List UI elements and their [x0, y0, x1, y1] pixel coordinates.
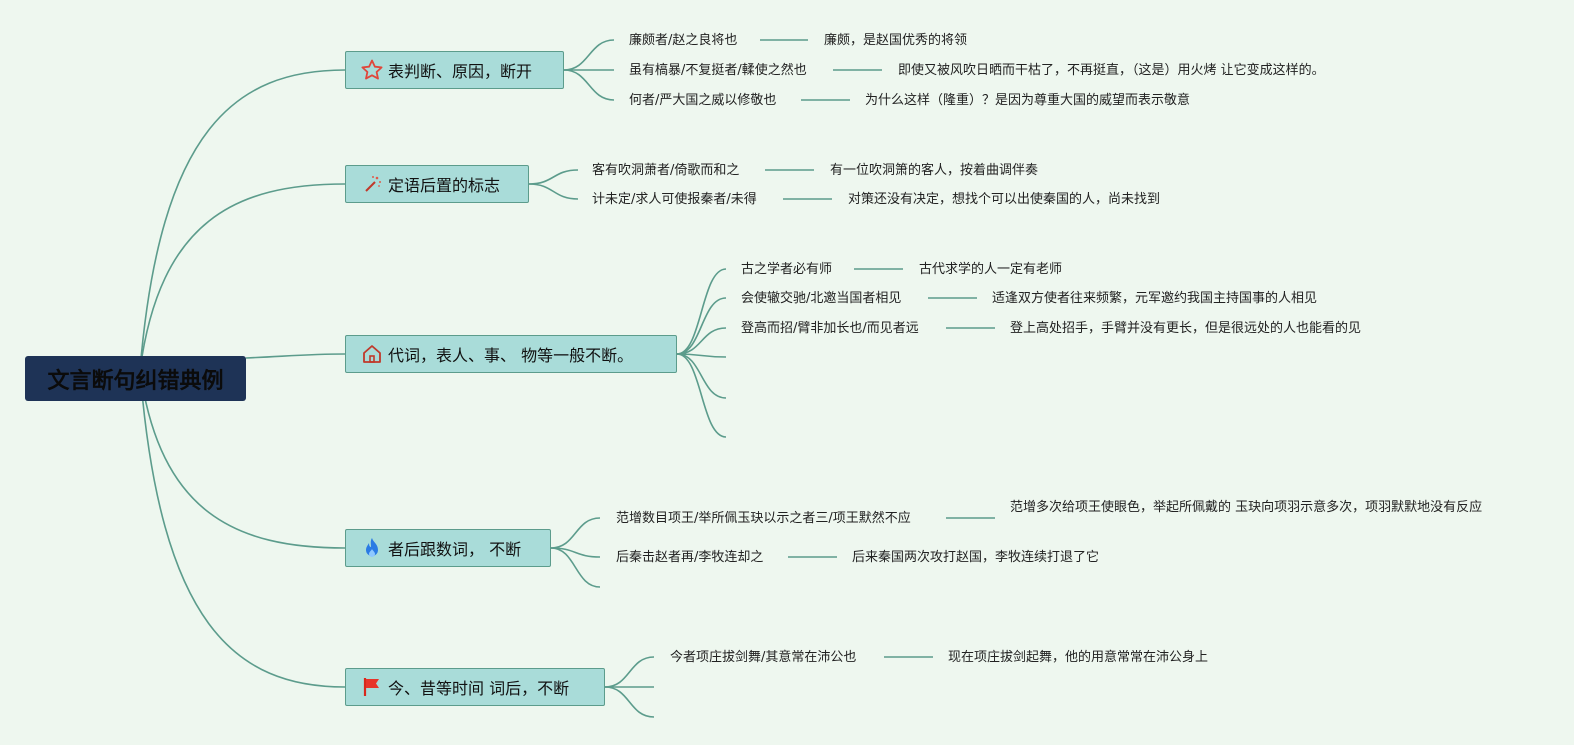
leaf-translation[interactable]: 为什么这样（隆重）？是因为尊重大国的威望而表示敬意 [865, 93, 1191, 108]
branch-leaf-connector [604, 656, 655, 688]
root-title: 文言断句纠错典例 [47, 368, 224, 394]
branch-label: 表判断、原因，断开 [388, 62, 533, 81]
branch-leaf-connector [676, 268, 727, 355]
branch-label: 今、昔等时间 词后，不断 [388, 679, 570, 698]
branch-leaf-connector [676, 353, 727, 438]
leaf-text[interactable]: 虽有槁暴/不复挺者/輮使之然也 [629, 63, 807, 78]
star-outline-icon [360, 58, 384, 82]
leaf-text[interactable]: 客有吹洞萧者/倚歌而和之 [592, 163, 740, 178]
branch-node-time-word[interactable]: 今、昔等时间 词后，不断 [345, 668, 605, 706]
branch-label: 代词，表人、事、 物等一般不断。 [388, 346, 634, 365]
leaf-translation[interactable]: 适逢双方使者往来频繁，元军邀约我国主持国事的人相见 [992, 291, 1318, 306]
leaf-text[interactable]: 何者/严大国之威以修敬也 [629, 93, 777, 108]
leaf-text[interactable]: 登高而招/臂非加长也/而见者远 [741, 321, 919, 336]
leaf-text[interactable]: 今者项庄拔剑舞/其意常在沛公也 [670, 650, 857, 665]
leaf-translation[interactable]: 登上高处招手，手臂并没有更长，但是很远处的人也能看的见 [1010, 321, 1362, 336]
branch-leaf-connector [676, 353, 727, 399]
leaf-translation[interactable]: 现在项庄拔剑起舞，他的用意常常在沛公身上 [948, 650, 1209, 665]
branch-leaf-connector [563, 39, 615, 71]
leaf-text[interactable]: 会使辙交驰/北邀当国者相见 [741, 291, 902, 306]
branch-node-pronoun[interactable]: 代词，表人、事、 物等一般不断。 [345, 335, 677, 373]
leaf-translation[interactable]: 廉颇，是赵国优秀的将领 [824, 33, 968, 48]
branch-node-postposed-attribute[interactable]: 定语后置的标志 [345, 165, 529, 203]
leaf-translation[interactable]: 即使又被风吹日晒而干枯了，不再挺直，（这是）用火烤 让它变成这样的。 [898, 63, 1325, 78]
root-branch-connector [139, 369, 346, 549]
home-icon [360, 342, 384, 366]
branch-leaf-connector [550, 517, 601, 549]
leaf-translation[interactable]: 有一位吹洞箫的客人，按着曲调伴奏 [830, 163, 1039, 178]
leaf-translation[interactable]: 古代求学的人一定有老师 [919, 262, 1063, 277]
branch-leaf-connector [563, 69, 615, 101]
leaf-translation[interactable]: 对策还没有决定，想找个可以出使秦国的人，尚未找到 [848, 192, 1161, 207]
branch-label: 定语后置的标志 [388, 176, 501, 195]
branch-leaf-connector [528, 169, 579, 185]
branch-leaf-connector [604, 686, 655, 718]
branch-label: 者后跟数词， 不断 [388, 540, 522, 559]
branch-leaf-connector [550, 547, 601, 588]
leaf-text[interactable]: 计未定/求人可使报秦者/未得 [592, 192, 757, 207]
leaf-text[interactable]: 后秦击赵者再/李牧连却之 [616, 550, 764, 565]
branch-leaf-connector [676, 327, 727, 355]
root-node[interactable]: 文言断句纠错典例 [25, 356, 246, 401]
branch-leaf-connector [676, 297, 727, 355]
root-branch-connector [245, 353, 346, 359]
red-flag-icon [360, 675, 384, 699]
root-branch-connector [139, 69, 346, 371]
root-branch-connector [139, 369, 346, 688]
branch-node-judgment[interactable]: 表判断、原因，断开 [345, 51, 564, 89]
leaf-text[interactable]: 范增数目项王/举所佩玉玦以示之者三/项王默然不应 [616, 511, 911, 526]
leaf-text[interactable]: 廉颇者/赵之良将也 [629, 33, 738, 48]
root-branch-connector [139, 183, 346, 371]
flame-icon [360, 536, 384, 560]
leaf-translation[interactable]: 范增多次给项王使眼色，举起所佩戴的 玉玦向项羽示意多次，项羽默默地没有反应 [1010, 500, 1483, 515]
branch-node-numeral[interactable]: 者后跟数词， 不断 [345, 529, 551, 567]
leaf-translation[interactable]: 后来秦国两次攻打赵国，李牧连续打退了它 [852, 550, 1100, 565]
magic-wand-icon [360, 172, 384, 196]
leaf-text[interactable]: 古之学者必有师 [741, 262, 833, 277]
branch-leaf-connector [528, 183, 579, 200]
